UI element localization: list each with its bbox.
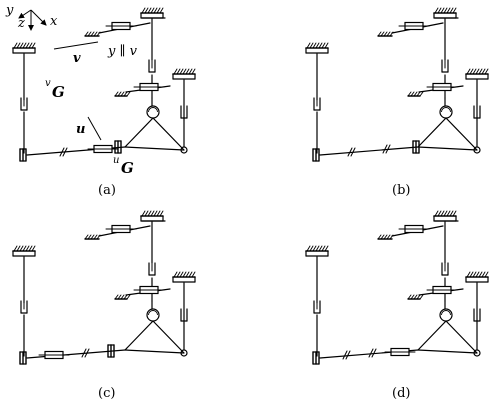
caption-c: (c)	[98, 386, 115, 401]
link-break	[347, 147, 356, 157]
revolute-joint-h	[107, 344, 115, 358]
caption-b: (b)	[392, 183, 410, 198]
spherical-joint	[439, 308, 453, 322]
vector-v-line	[53, 41, 99, 50]
prismatic-joint-v	[148, 55, 156, 73]
prismatic-joint-h	[426, 82, 458, 92]
ground-support	[433, 210, 457, 222]
link-break	[368, 348, 377, 358]
spherical-joint	[439, 105, 453, 119]
prismatic-joint-v	[441, 55, 449, 73]
prismatic-joint-v	[473, 304, 481, 322]
ground-hatch	[377, 234, 394, 240]
ground-support	[465, 271, 489, 283]
revolute-joint-h	[114, 140, 122, 154]
guide-ug-label: G	[121, 159, 134, 177]
panel-a	[12, 7, 196, 162]
panel-d	[305, 210, 489, 365]
panel-c	[12, 210, 196, 365]
revolute-joint-h	[312, 148, 320, 162]
panels-layer	[12, 7, 489, 365]
vector-u-label: u	[76, 122, 85, 137]
ground-hatch	[407, 294, 424, 300]
prismatic-joint-h	[87, 144, 119, 154]
ground-support	[172, 68, 196, 80]
ground-hatch	[114, 294, 131, 300]
prismatic-joint-h	[398, 21, 430, 31]
prismatic-joint-h	[105, 21, 137, 31]
parallel-label: y ∥ v	[107, 44, 138, 59]
ground-support	[465, 68, 489, 80]
annotations-panel-a: y z x v y ∥ v v G u u G	[5, 3, 138, 177]
coordinate-frame: y z x	[5, 3, 58, 31]
ground-hatch	[114, 91, 131, 97]
ground-support	[172, 271, 196, 283]
link-break	[59, 147, 68, 157]
ground-hatch	[407, 91, 424, 97]
ground-support	[433, 7, 457, 19]
spherical-joint	[146, 105, 160, 119]
ground-support	[140, 210, 164, 222]
panel-b	[305, 7, 489, 162]
axis-x-label: x	[50, 14, 58, 29]
ground-hatch	[84, 31, 101, 37]
ground-support	[305, 42, 329, 54]
guide-ug-superscript: u	[113, 155, 119, 166]
link-break	[81, 348, 90, 358]
ground-hatch	[84, 234, 101, 240]
spherical-joint	[146, 308, 160, 322]
prismatic-joint-v	[148, 258, 156, 276]
prismatic-joint-h	[133, 285, 165, 295]
ground-hatch	[377, 31, 394, 37]
revolute-joint-h	[19, 351, 27, 365]
ground-support	[12, 245, 36, 257]
prismatic-joint-v	[20, 93, 28, 111]
axis-z-label: z	[17, 16, 25, 31]
caption-a: (a)	[98, 183, 116, 198]
vector-u-line	[87, 116, 102, 141]
prismatic-joint-h	[398, 224, 430, 234]
link-break	[342, 350, 351, 360]
prismatic-joint-v	[180, 304, 188, 322]
prismatic-joint-v	[441, 258, 449, 276]
guide-vg-label: G	[52, 83, 65, 101]
axis-y-label: y	[5, 3, 14, 18]
link-break	[382, 144, 391, 154]
caption-d: (d)	[392, 386, 410, 401]
ground-support	[305, 245, 329, 257]
prismatic-joint-v	[473, 101, 481, 119]
prismatic-joint-h	[105, 224, 137, 234]
revolute-joint-h	[19, 148, 27, 162]
prismatic-joint-v	[313, 296, 321, 314]
prismatic-joint-v	[180, 101, 188, 119]
prismatic-joint-h	[384, 347, 416, 357]
prismatic-joint-h	[426, 285, 458, 295]
revolute-joint-h	[412, 140, 420, 154]
ground-support	[140, 7, 164, 19]
guide-vg-superscript: v	[45, 78, 51, 89]
prismatic-joint-h	[38, 350, 70, 360]
revolute-joint-h	[312, 351, 320, 365]
prismatic-joint-v	[20, 296, 28, 314]
prismatic-joint-v	[313, 93, 321, 111]
vector-v-label: v	[73, 51, 81, 66]
ground-support	[12, 42, 36, 54]
prismatic-joint-h	[133, 82, 165, 92]
